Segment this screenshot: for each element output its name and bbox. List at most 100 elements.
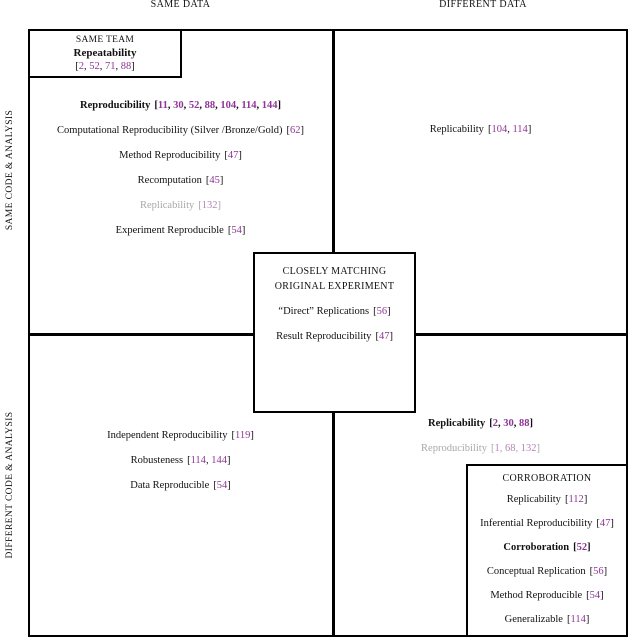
term-label: Recomputation — [137, 175, 202, 186]
term-label: Result Reproducibility — [276, 331, 372, 342]
citation-bracket: [1, 68, 132] — [490, 443, 540, 454]
same-team-label: SAME TEAM — [75, 35, 135, 45]
citation-ref-52[interactable]: 52 — [188, 100, 200, 111]
term-label: Method Reproducibility — [119, 150, 221, 161]
citation-ref-144[interactable]: 144 — [261, 100, 278, 111]
citation-ref-47[interactable]: 47 — [599, 517, 611, 529]
citation-ref-71[interactable]: 71 — [105, 61, 116, 72]
citation-ref-88[interactable]: 88 — [518, 418, 530, 429]
citation-ref-54[interactable]: 54 — [231, 225, 242, 236]
repeatability-term: Repeatability — [73, 47, 137, 59]
term-line: Result Reproducibility[47] — [255, 324, 414, 349]
quadrant-different-data-same-code: Replicability[104, 114] — [335, 117, 626, 142]
citation-ref-1[interactable]: 1 — [494, 443, 500, 454]
quadrant-different-data-different-code: Replicability[2, 30, 88]Reproducibility[… — [335, 411, 626, 461]
term-label: Replicability — [506, 493, 561, 505]
closely-matching-box: CLOSELY MATCHING ORIGINAL EXPERIMENT “Di… — [253, 252, 416, 413]
citation-bracket: [114, 144] — [187, 455, 231, 466]
term-label: Robusteness — [130, 455, 184, 466]
quadrant-same-data-same-code: Reproducibility[11, 30, 52, 88, 104, 114… — [30, 93, 331, 243]
citation-bracket: [132] — [198, 200, 221, 211]
citation-ref-54[interactable]: 54 — [216, 480, 228, 491]
term-label: Method Reproducible — [490, 589, 583, 601]
citation-bracket: [62] — [286, 125, 304, 136]
term-label: Independent Reproducibility — [107, 430, 228, 441]
term-line: Replicability[104, 114] — [335, 117, 626, 142]
citation-ref-132[interactable]: 132 — [201, 200, 218, 211]
repeatability-citations: [2, 52, 71, 88] — [30, 60, 180, 73]
citation-ref-56[interactable]: 56 — [593, 565, 604, 577]
citation-ref-45[interactable]: 45 — [209, 175, 220, 186]
citation-bracket: [114] — [566, 613, 590, 625]
term-line: Reproducibility[11, 30, 52, 88, 104, 114… — [30, 93, 331, 118]
center-box-terms: “Direct” Replications[56]Result Reproduc… — [255, 299, 414, 349]
term-line: Conceptual Replication[56] — [468, 559, 626, 583]
citation-ref-30[interactable]: 30 — [503, 418, 514, 429]
term-line: Reproducibility[1, 68, 132] — [335, 436, 626, 461]
citation-bracket: [47] — [375, 331, 393, 342]
term-line: Method Reproducible[54] — [468, 583, 626, 607]
citation-bracket: [47] — [596, 517, 614, 529]
citation-ref-47[interactable]: 47 — [227, 150, 239, 161]
citation-ref-114[interactable]: 114 — [512, 124, 528, 135]
citation-bracket: [52] — [573, 541, 591, 553]
citation-ref-68[interactable]: 68 — [504, 443, 516, 454]
term-line: Data Reproducible[54] — [30, 473, 331, 498]
term-label: Conceptual Replication — [486, 565, 586, 577]
citation-ref-52[interactable]: 52 — [576, 541, 588, 553]
citation-bracket: [11, 30, 52, 88, 104, 114, 144] — [154, 100, 281, 111]
citation-bracket: [56] — [589, 565, 608, 577]
citation-ref-114[interactable]: 114 — [241, 100, 257, 111]
term-label: Data Reproducible — [130, 480, 210, 491]
citation-ref-11[interactable]: 11 — [157, 100, 168, 111]
citation-ref-2[interactable]: 2 — [78, 61, 84, 72]
term-line: Method Reproducibility[47] — [30, 143, 331, 168]
term-label: Replicability — [428, 418, 486, 429]
term-line: “Direct” Replications[56] — [255, 299, 414, 324]
term-label: Generalizable — [504, 613, 563, 625]
citation-ref-54[interactable]: 54 — [589, 589, 601, 601]
citation-ref-144[interactable]: 144 — [211, 455, 227, 466]
corroboration-title: CORROBORATION — [502, 473, 592, 484]
citation-ref-112[interactable]: 112 — [568, 493, 584, 505]
citation-bracket: [119] — [231, 430, 254, 441]
citation-bracket: [112] — [564, 493, 588, 505]
term-line: Robusteness[114, 144] — [30, 448, 331, 473]
term-label: “Direct” Replications — [278, 306, 370, 317]
citation-ref-88[interactable]: 88 — [120, 61, 132, 72]
citation-ref-2[interactable]: 2 — [492, 418, 498, 429]
corroboration-box: CORROBORATION Replicability[112]Inferent… — [466, 464, 628, 637]
citation-ref-114[interactable]: 114 — [570, 613, 586, 625]
citation-ref-104[interactable]: 104 — [491, 124, 508, 135]
citation-ref-30[interactable]: 30 — [173, 100, 184, 111]
term-label: Reproducibility — [80, 100, 151, 111]
center-box-title-line2: ORIGINAL EXPERIMENT — [274, 281, 395, 292]
term-line: Replicability[112] — [468, 487, 626, 511]
citation-ref-52[interactable]: 52 — [89, 61, 100, 72]
citation-bracket: [104, 114] — [487, 124, 532, 135]
citation-ref-88[interactable]: 88 — [204, 100, 216, 111]
term-line: Independent Reproducibility[119] — [30, 423, 331, 448]
citation-ref-62[interactable]: 62 — [289, 125, 301, 136]
citation-bracket: [54] — [213, 480, 231, 491]
citation-ref-47[interactable]: 47 — [378, 331, 390, 342]
citation-ref-132[interactable]: 132 — [520, 443, 537, 454]
term-line: Replicability[132] — [30, 193, 331, 218]
citation-ref-114[interactable]: 114 — [190, 455, 206, 466]
term-line: Generalizable[114] — [468, 607, 626, 631]
citation-ref-119[interactable]: 119 — [235, 430, 251, 441]
citation-bracket: [47] — [224, 150, 242, 161]
term-line: Computational Reproducibility (Silver /B… — [30, 118, 331, 143]
column-header-same-data: SAME DATA — [150, 0, 211, 10]
term-line: Replicability[2, 30, 88] — [335, 411, 626, 436]
citation-bracket: [2, 52, 71, 88] — [75, 61, 135, 72]
corroboration-terms: Replicability[112]Inferential Reproducib… — [468, 487, 626, 631]
term-label: Computational Reproducibility (Silver /B… — [57, 125, 283, 136]
quadrant-same-data-different-code: Independent Reproducibility[119]Robusten… — [30, 423, 331, 498]
term-line: Inferential Reproducibility[47] — [468, 511, 626, 535]
term-line: Experiment Reproducible[54] — [30, 218, 331, 243]
term-label: Replicability — [429, 124, 484, 135]
citation-ref-56[interactable]: 56 — [376, 306, 388, 317]
citation-ref-104[interactable]: 104 — [220, 100, 237, 111]
